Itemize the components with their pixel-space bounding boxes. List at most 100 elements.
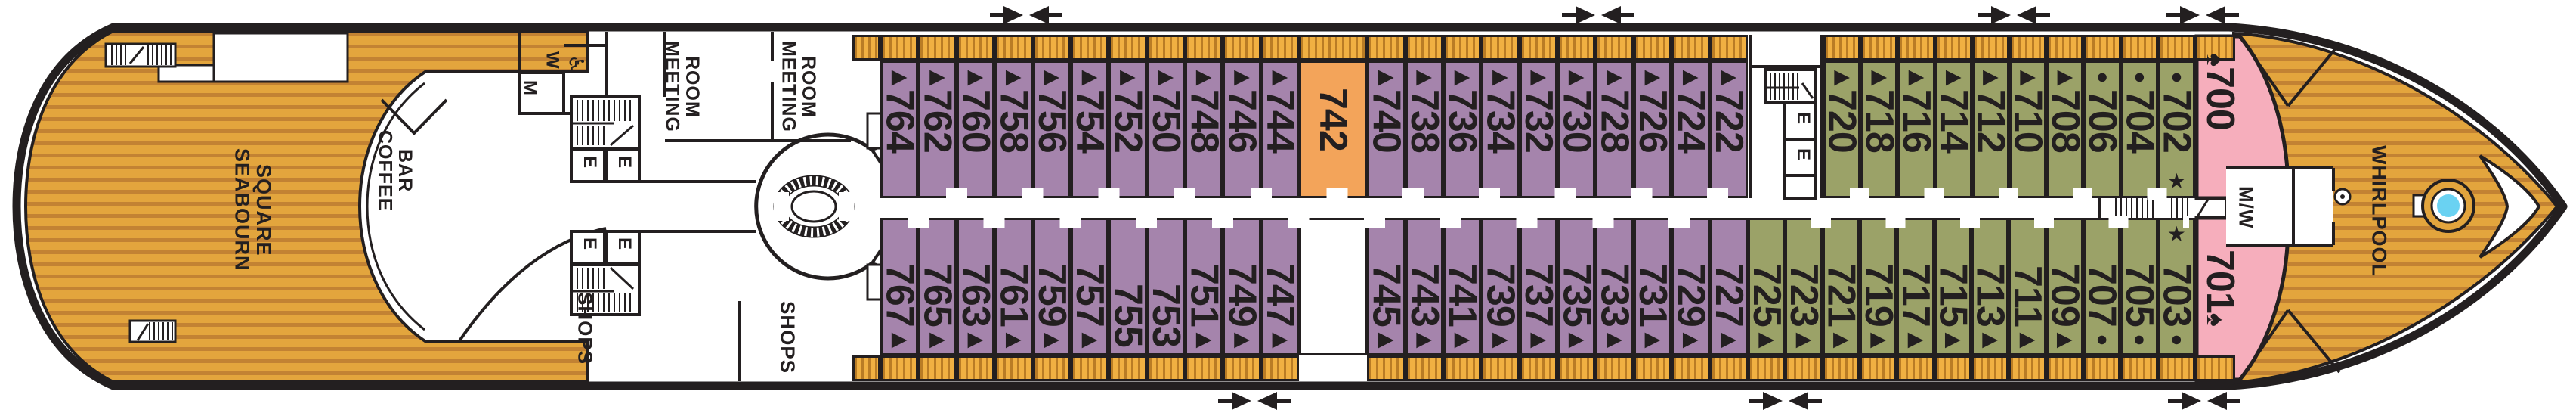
cabin-number: 706 (2080, 89, 2125, 153)
cabin: 753 (1144, 218, 1188, 381)
cabin-symbol-icon: ▶ (1044, 65, 1060, 88)
cabin-symbol-icon: ▶ (1907, 328, 1924, 350)
meeting-room-label: MEETING ROOM (661, 41, 704, 132)
cabin-symbol-icon: ▶ (1195, 65, 1212, 88)
cabin: ● 706 (2080, 35, 2125, 198)
cabin-number: 754 (1068, 89, 1112, 153)
cabin-number: 750 (1143, 89, 1188, 153)
cabin-number: 756 (1029, 89, 1074, 153)
cabin-number: 739 (1478, 263, 1523, 327)
cabin (1299, 218, 1368, 381)
cabin-balcony (994, 355, 1033, 381)
cabin-number: 759 (1029, 263, 1074, 327)
cabin-symbol-icon: ▶ (1234, 65, 1250, 88)
cabin-number: 716 (1894, 89, 1939, 153)
cabin: 749 ▶ (1220, 218, 1264, 381)
cabin-symbol-icon: ▶ (1378, 328, 1394, 350)
restrooms-aft-walls (518, 32, 608, 115)
cabin-balcony (880, 35, 919, 61)
spade-icon: ♠ (2200, 53, 2230, 67)
cabin-balcony (1595, 355, 1634, 381)
cabin-number: 726 (1631, 89, 1675, 153)
cabin-symbol-icon: ▶ (1416, 65, 1433, 88)
cabin: 707 ● (2080, 218, 2124, 381)
cabin: 759 ▶ (1029, 218, 1074, 381)
stern-deck-rooms (104, 32, 448, 343)
cabin-balcony (2083, 355, 2121, 381)
cabin-symbol-icon: ● (2132, 328, 2146, 350)
cabin-number: 767 (877, 263, 922, 327)
cabin-symbol-icon: ▶ (2056, 328, 2073, 350)
cabin-symbol-icon: ▶ (2057, 65, 2073, 88)
cabin-number: 702 (2154, 89, 2199, 153)
cabin: ▶ 720 (1820, 35, 1864, 198)
cabin-number: 711 (2005, 265, 2050, 327)
cabin-balcony (1671, 35, 1710, 61)
cabin-balcony (1260, 355, 1300, 381)
cabin-number: 748 (1182, 89, 1226, 153)
cabin: ★ 703 ● (2154, 218, 2198, 381)
window-wall (366, 82, 425, 331)
cabin-balcony (1633, 355, 1672, 381)
cabin-balcony (1519, 35, 1557, 61)
cabin-symbol-icon: ▶ (1120, 65, 1136, 88)
cabin-number: 764 (877, 89, 922, 153)
cabin-balcony (880, 355, 919, 381)
cabin-number: 762 (915, 89, 960, 153)
fire-zone-arrows (1978, 6, 2050, 24)
cabin-number: 721 (1819, 263, 1863, 327)
cabin-balcony (1146, 355, 1185, 381)
corridor-doors (1811, 216, 2189, 228)
cabin-number: 732 (1516, 89, 1560, 153)
cabin: ▶ 748 (1182, 35, 1226, 198)
cabin-number: 722 (1706, 89, 1751, 153)
mens-womens-restroom-label: M/W (2234, 186, 2258, 229)
cabin-number: 752 (1106, 89, 1150, 153)
cabin-symbol-icon: ▶ (1044, 328, 1060, 350)
cabin-balcony (2120, 35, 2158, 61)
cabin-balcony (1481, 35, 1520, 61)
cabin-number: 738 (1402, 89, 1446, 153)
coffee-bar-counter (380, 98, 448, 135)
stern-deck (23, 30, 589, 383)
cabin-balcony (2157, 355, 2195, 381)
cabin-symbol-icon: ▶ (1081, 65, 1098, 88)
cabin-number: 746 (1220, 89, 1264, 153)
bow-windbreak (2479, 154, 2541, 259)
cabin-number: 763 (954, 263, 998, 327)
cabin-balcony (1367, 35, 1406, 61)
cabin-balcony (1934, 35, 1972, 61)
cabin-number: 742 (1311, 88, 1356, 152)
cabin-row-bottom-fwd: 725 ▶ 723 ▶ 721 ▶ (1744, 218, 2198, 381)
fire-zone-arrows (1218, 392, 1291, 410)
cabin-symbol-icon: ▶ (1607, 65, 1622, 88)
cabin-number: 729 (1668, 263, 1713, 327)
aft-stair-core (570, 95, 641, 316)
cabin-symbol-icon: ▶ (1416, 328, 1433, 350)
cabin: 717 ▶ (1894, 218, 1937, 381)
cabin-balcony (1934, 355, 1971, 381)
forward-stair-core (1749, 35, 1823, 200)
cabin-balcony (1070, 355, 1109, 381)
cabin-symbol-icon: ▶ (1454, 328, 1470, 350)
oval-staircase (754, 112, 899, 301)
cabin-number: 761 (991, 263, 1036, 327)
cabin-number: 725 (1744, 263, 1789, 327)
cabin: ▶ 712 (1969, 35, 2013, 198)
cabin-symbol-icon: ● (2095, 65, 2109, 88)
cabin: ▶ 716 (1894, 35, 1939, 198)
cabin-symbol-icon: ▶ (1158, 65, 1174, 88)
cabin-number: 700 (2197, 67, 2242, 130)
coffee-bar-label: COFFEE BAR (374, 130, 416, 212)
cabin-number: 745 (1364, 263, 1409, 327)
cabin: ▶ 762 (915, 35, 960, 198)
cabin: 741 ▶ (1440, 218, 1484, 381)
cabin-balcony (1299, 35, 1368, 61)
cabin-balcony (1223, 35, 1261, 61)
cabin-balcony (1971, 35, 2010, 61)
cabin-balcony (1443, 355, 1482, 381)
elevator-label: E (580, 237, 600, 250)
deck-vent (104, 42, 177, 68)
cabin: 745 ▶ (1364, 218, 1409, 381)
cabin: ▶ 708 (2043, 35, 2087, 198)
